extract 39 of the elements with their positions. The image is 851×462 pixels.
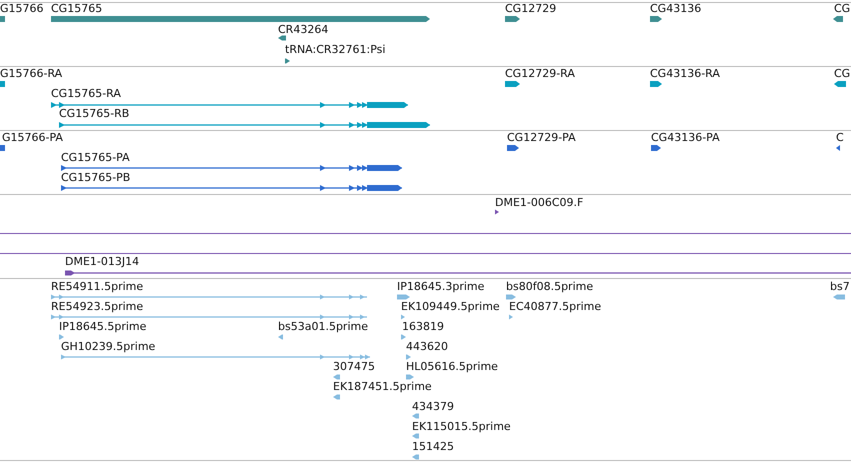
feature-label: HL05616.5prime <box>406 360 498 373</box>
feature-label: tRNA:CR32761:Psi <box>285 43 386 56</box>
feature-label: 307475 <box>333 360 375 373</box>
feature-label: CG <box>834 2 850 15</box>
feature-label: IP18645.3prime <box>397 280 484 293</box>
feature-label: EK115015.5prime <box>412 420 511 433</box>
feature-label: DME1-006C09.F <box>495 196 584 209</box>
feature-label: CG15765-RA <box>51 87 121 100</box>
feature-label: G15766-RA <box>0 67 62 80</box>
feature-label: CG12729-RA <box>505 67 575 80</box>
feature-label: 151425 <box>412 440 454 453</box>
feature-label: RE54911.5prime <box>51 280 144 293</box>
feature-label: CG12729 <box>505 2 556 15</box>
feature-label: CG15765-PB <box>61 171 130 184</box>
feature-label: CG43136 <box>650 2 702 15</box>
feature-label: EC40877.5prime <box>509 300 602 313</box>
feature-label: CG15765-PA <box>61 151 130 164</box>
feature-label: bs53a01.5prime <box>278 320 368 333</box>
feature-label: EK187451.5prime <box>333 380 432 393</box>
feature-label: RE54923.5prime <box>51 300 144 313</box>
feature-label: C <box>836 131 844 144</box>
feature-label: EK109449.5prime <box>401 300 500 313</box>
feature-label: G15766 <box>0 2 44 15</box>
feature-label: bs80f08.5prime <box>506 280 594 293</box>
feature-label: bs7 <box>830 280 850 293</box>
feature-label: CG15765 <box>51 2 102 15</box>
feature-label: DME1-013J14 <box>65 255 140 268</box>
feature-label: G15766-PA <box>2 131 63 144</box>
feature-label: CG <box>834 67 850 80</box>
feature-label: CG15765-RB <box>59 107 130 120</box>
feature-label: 434379 <box>412 400 454 413</box>
feature-label: CG12729-PA <box>507 131 576 144</box>
feature-label: 443620 <box>406 340 448 353</box>
feature-label: 163819 <box>402 320 444 333</box>
feature-label: CG43136-RA <box>650 67 720 80</box>
feature-label: IP18645.5prime <box>59 320 146 333</box>
feature-label: CR43264 <box>278 23 328 36</box>
feature-label: CG43136-PA <box>651 131 720 144</box>
feature-label: GH10239.5prime <box>61 340 156 353</box>
